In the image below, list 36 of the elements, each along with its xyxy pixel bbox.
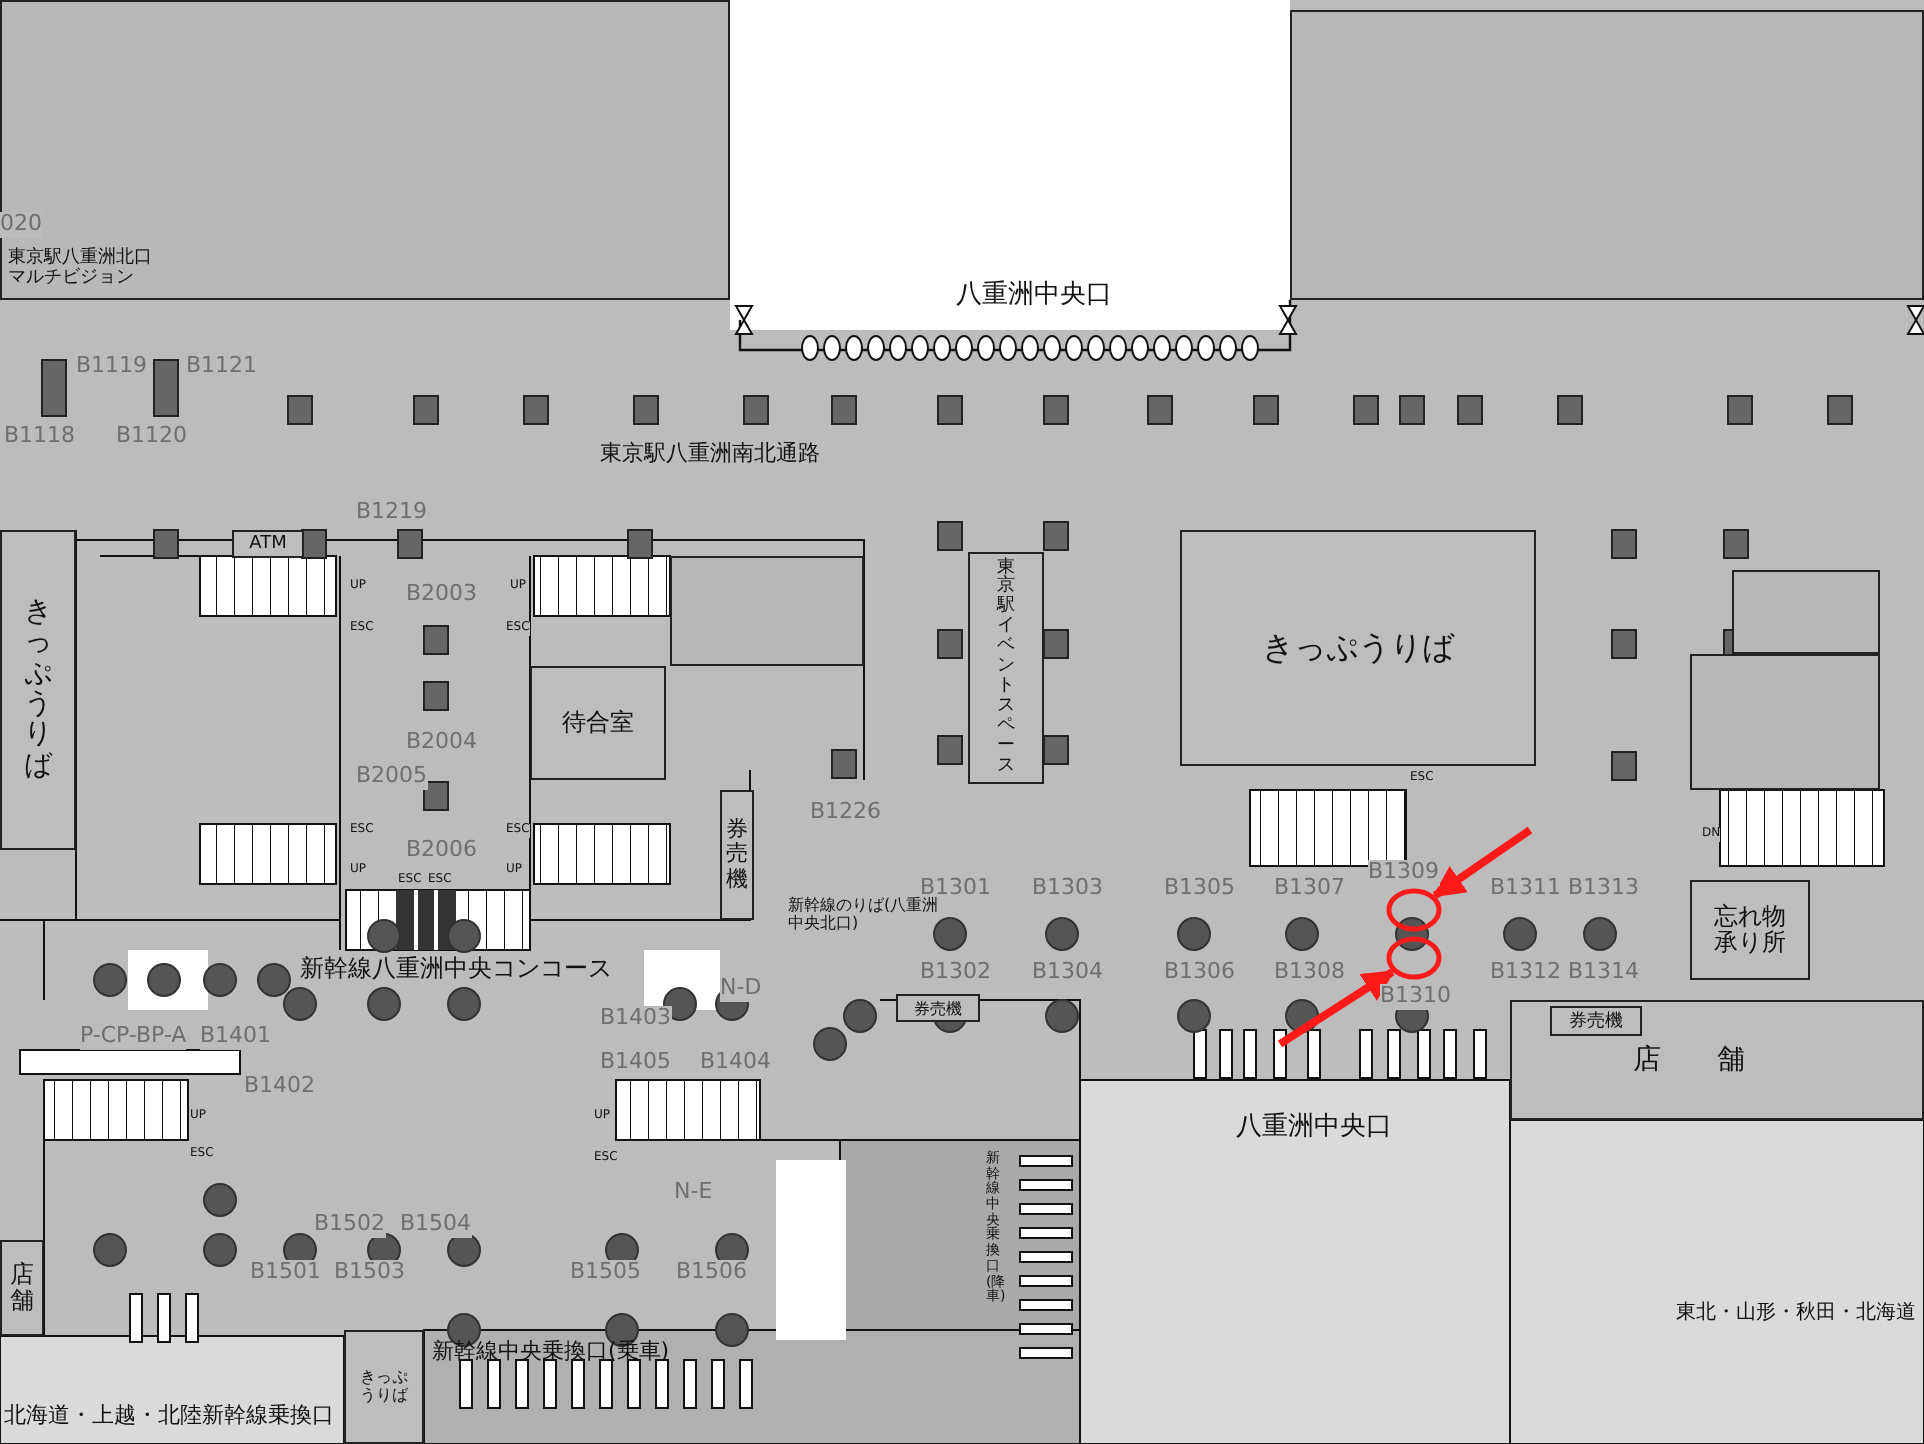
ticket-office: きっぷうりば [0,530,76,850]
location-code: 020 [0,212,42,238]
entrance-label: 八重洲中央口 [956,282,1112,312]
location-code: B1310 [1380,984,1452,1010]
area-label: 新幹線八重洲中央コンコース [300,956,612,984]
entrance-label: 八重洲中央口 [1236,1114,1392,1144]
ticket-office: きっぷうりば [344,1330,424,1444]
shop-block [670,556,864,666]
ticket-machine: 券売機 [1550,1006,1642,1036]
highlight-ellipse [1386,936,1442,980]
event-space: 東京駅イベントスペース [968,552,1044,784]
shop-block: 店舗 券売機 [1510,1000,1924,1120]
ticket-machine: 券売機 [896,994,980,1022]
area-label: 北海道・上越・北陸新幹線乗換口 [4,1404,334,1430]
location-code: N-D [720,976,762,1002]
arrow [1432,826,1533,899]
building-block [1290,10,1924,300]
area-label: 東京駅八重洲南北通路 [600,442,820,468]
highlight-ellipse [1386,888,1442,932]
area-label: 東北・山形・秋田・北海道 [1676,1302,1916,1325]
location-code: B1504 [400,1212,472,1238]
location-code: B1502 [314,1212,386,1238]
shop-block [1732,570,1880,654]
building-block [0,0,730,300]
atm-booth: ATM [232,530,304,558]
waiting-room: 待合室 [530,666,666,780]
location-code: B2005 [356,764,428,790]
ticket-office: きっぷうりば [1180,530,1536,766]
shop-block [1690,654,1880,790]
area-label: 新幹線のりば(八重洲中央北口) [788,896,941,933]
lost-and-found-office: 忘れ物承り所 [1690,880,1810,980]
arrow [1277,968,1395,1048]
area-label: 東京駅八重洲北口マルチビジョン [8,248,154,290]
shop-block: 店舗 [0,1240,44,1336]
location-code: B1309 [1368,860,1440,886]
ticket-machine: 券売機 [720,790,754,920]
